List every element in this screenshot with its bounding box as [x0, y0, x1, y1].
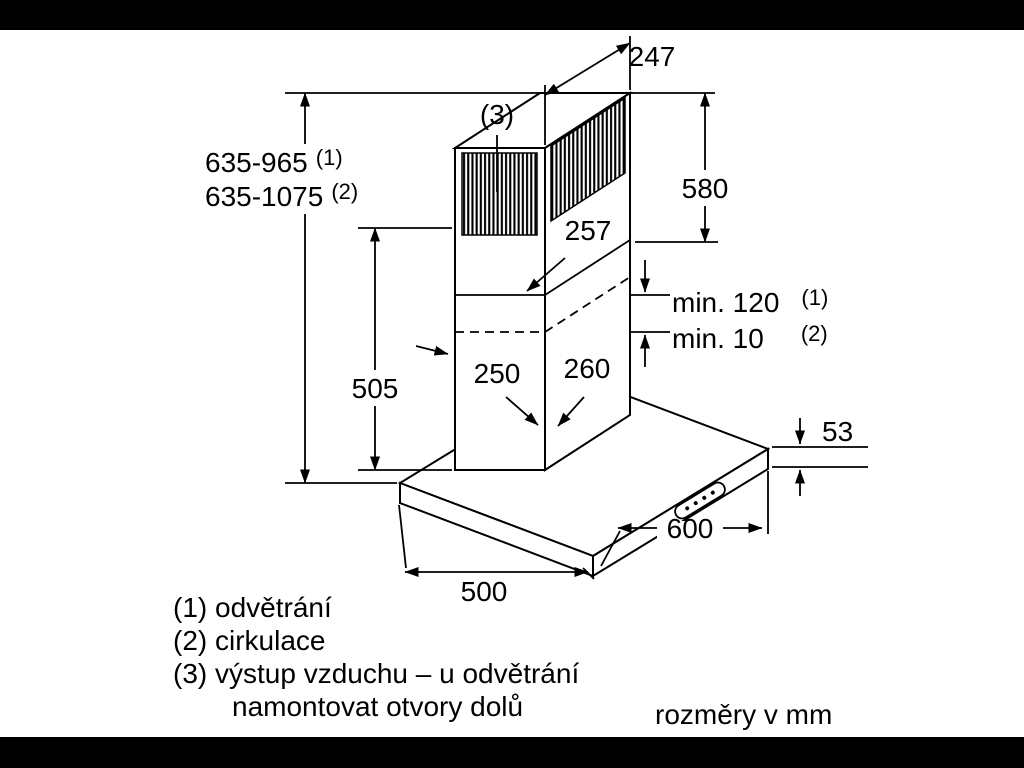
dim-min120-label: min. 120(1)	[672, 285, 828, 318]
control-button	[710, 490, 715, 495]
chimney-duct	[451, 91, 634, 472]
dim-247-label: 247	[629, 41, 676, 72]
legend-item-2: (2) cirkulace	[173, 625, 325, 656]
legend: (1) odvětrání (2) cirkulace (3) výstup v…	[173, 592, 832, 730]
dim-250-label: 250	[474, 358, 521, 389]
label-backings	[198, 144, 734, 552]
air-vent-front	[461, 152, 538, 236]
dim-height-vented-label: 635-965(1)	[205, 145, 343, 178]
dim-260-label: 260	[564, 353, 611, 384]
dimension-labels: 247 635-965(1) 635-1075(2) 580 (3) 257 m…	[205, 41, 853, 607]
dim-247-arrow	[544, 42, 631, 96]
dim-505-label: 505	[352, 373, 399, 404]
pointer-chimney-left	[415, 345, 449, 356]
pointer-257	[526, 257, 566, 292]
dim-580-label: 580	[682, 173, 729, 204]
dim-53-label: 53	[822, 416, 853, 447]
control-button	[702, 495, 707, 500]
air-vent-side	[550, 96, 626, 223]
letterbox-top	[0, 0, 1024, 30]
hood-body	[397, 374, 771, 578]
vent-ref-label: (3)	[480, 99, 514, 130]
telescope-dashed-line-side	[544, 276, 631, 333]
letterbox-bottom	[0, 737, 1024, 768]
dim-600-label: 600	[667, 513, 714, 544]
dim-500-label: 500	[461, 576, 508, 607]
pointer-250	[505, 396, 539, 426]
dim-257-label: 257	[565, 215, 612, 246]
control-button	[693, 501, 698, 506]
legend-item-3: (3) výstup vzduchu – u odvětrání	[173, 658, 579, 689]
dim-min10-label: min. 10(2)	[672, 321, 828, 354]
legend-item-1: (1) odvětrání	[173, 592, 332, 623]
units-note: rozměry v mm	[655, 699, 832, 730]
legend-item-3-cont: namontovat otvory dolů	[232, 691, 523, 722]
control-button	[685, 506, 690, 511]
control-panel	[674, 481, 726, 520]
dim-height-recirc-label: 635-1075(2)	[205, 179, 358, 212]
section-joint-line-side	[544, 239, 631, 296]
pointer-260	[557, 396, 585, 427]
